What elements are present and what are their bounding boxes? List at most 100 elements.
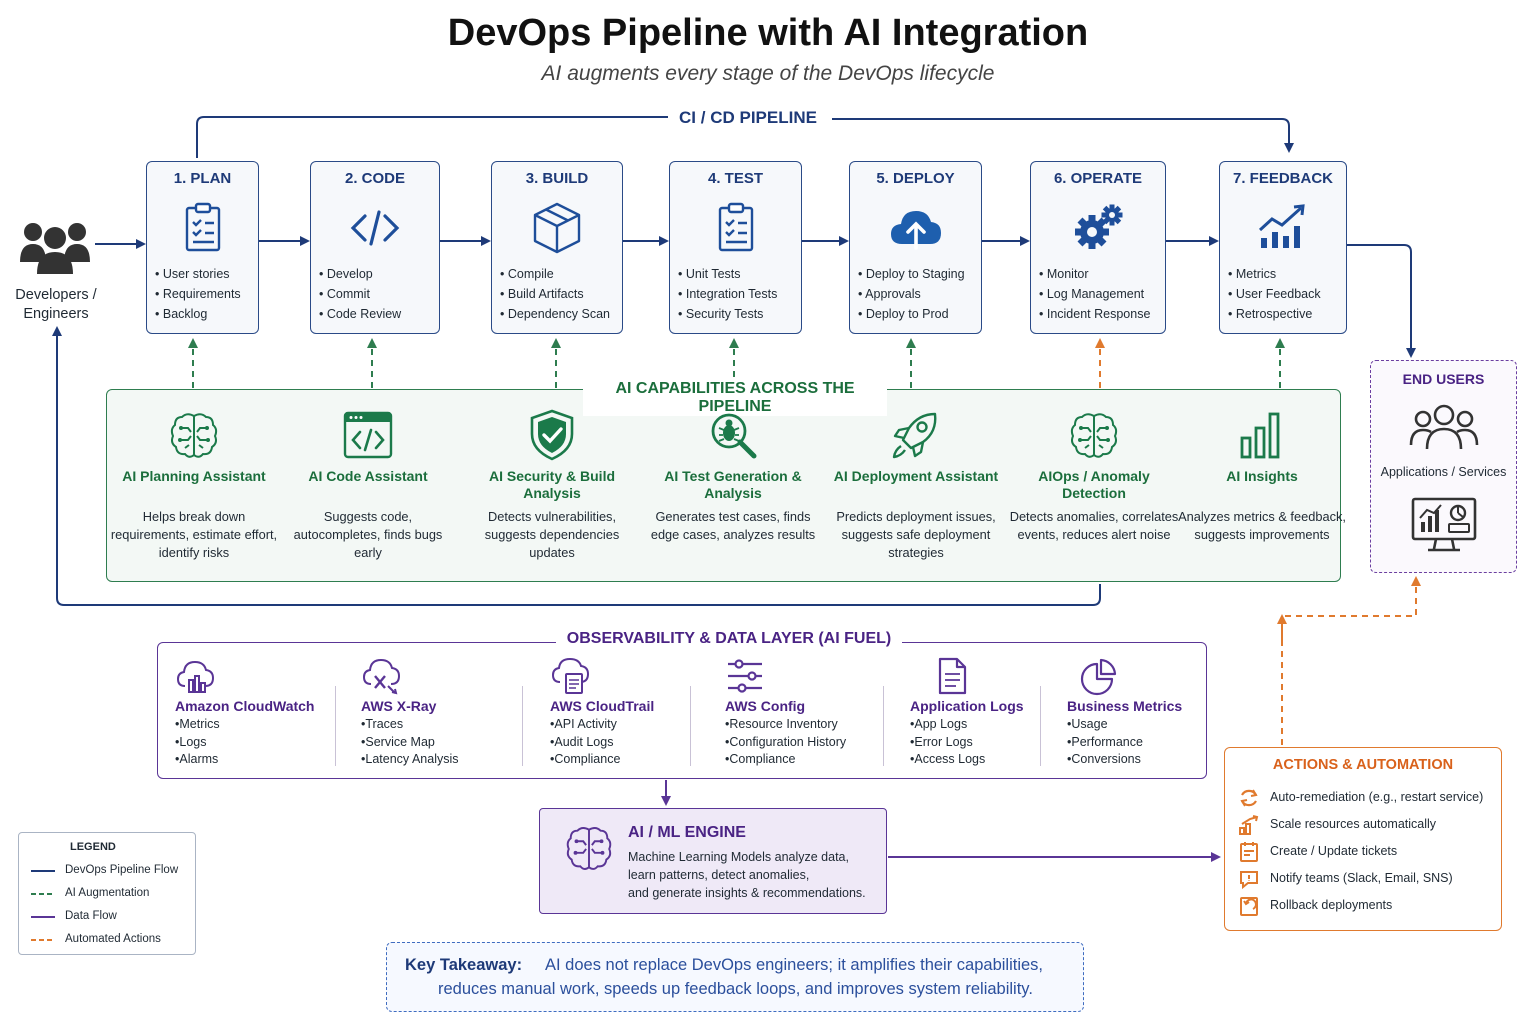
legend-item-pipeline: DevOps Pipeline Flow <box>30 864 194 878</box>
brain-icon <box>1070 413 1118 458</box>
stage-items: Deploy to StagingApprovalsDeploy to Prod <box>858 264 964 324</box>
stage-deploy[interactable]: 5. DEPLOY Deploy to StagingApprovalsDepl… <box>849 161 982 334</box>
key-takeaway-label: Key Takeaway: <box>405 956 523 974</box>
capability-aiops[interactable]: AIOps / Anomaly Detection Detects anomal… <box>1009 408 1179 544</box>
observability-title: OBSERVABILITY & DATA LAYER (AI FUEL) <box>556 630 902 648</box>
page-subtitle: AI augments every stage of the DevOps li… <box>541 62 995 85</box>
end-users-title: END USERS <box>1402 371 1485 387</box>
legend-line-solid-purple <box>31 916 55 918</box>
rollback-icon <box>1240 897 1258 916</box>
capability-deployment[interactable]: AI Deployment Assistant Predicts deploym… <box>831 408 1001 562</box>
capability-test[interactable]: AI Test Generation & Analysis Generates … <box>648 408 818 544</box>
cloud-upload-icon <box>890 211 941 250</box>
rocket-icon <box>892 412 937 459</box>
stage-title: 4. TEST <box>707 170 763 187</box>
ml-engine-panel[interactable] <box>539 808 887 914</box>
obs-business-metrics[interactable]: Business Metrics UsagePerformanceConvers… <box>1067 656 1182 769</box>
stage-plan[interactable]: 1. PLAN User storiesRequirementsBacklog <box>146 161 259 334</box>
action-tickets[interactable]: Create / Update tickets <box>1238 841 1498 863</box>
capability-code[interactable]: AI Code Assistant Suggests code, autocom… <box>283 408 453 562</box>
ai-capabilities-title: AI CAPABILITIES ACROSS THE PIPELINE <box>583 380 887 416</box>
code-window-icon <box>343 411 393 459</box>
obs-divider <box>1040 686 1041 766</box>
ml-engine-title: AI / ML ENGINE <box>628 824 746 841</box>
obs-divider <box>522 686 523 766</box>
capability-insights[interactable]: AI Insights Analyzes metrics & feedback,… <box>1177 408 1347 544</box>
key-takeaway-box <box>386 942 1084 1012</box>
stage-feedback[interactable]: 7. FEEDBACK MetricsUser FeedbackRetrospe… <box>1219 161 1347 334</box>
refresh-icon <box>1240 789 1258 807</box>
monitor-dashboard-icon <box>1411 497 1477 552</box>
legend-item-data: Data Flow <box>30 910 194 924</box>
cloud-chart-icon <box>176 660 215 693</box>
notification-icon <box>1240 871 1258 890</box>
action-scale-resources[interactable]: Scale resources automatically <box>1238 814 1498 836</box>
obs-cloudwatch[interactable]: Amazon CloudWatch MetricsLogsAlarms <box>175 656 314 769</box>
capability-planning[interactable]: AI Planning Assistant Helps break down r… <box>109 408 279 562</box>
obs-divider <box>335 686 336 766</box>
stage-title: 3. BUILD <box>525 170 589 187</box>
stage-build[interactable]: 3. BUILD CompileBuild ArtifactsDependenc… <box>491 161 623 334</box>
log-file-icon <box>938 657 967 695</box>
legend-line-solid-blue <box>31 870 55 872</box>
stage-operate[interactable]: 6. OPERATE MonitorLog ManagementIncident… <box>1030 161 1166 334</box>
capability-security[interactable]: AI Security & Build Analysis Detects vul… <box>467 408 637 562</box>
stage-items: Unit TestsIntegration TestsSecurity Test… <box>678 264 778 324</box>
end-users-panel <box>1370 360 1517 573</box>
ai-capabilities-panel <box>106 389 1341 582</box>
legend-line-dashed-orange <box>31 939 55 941</box>
stage-code[interactable]: 2. CODE DevelopCommitCode Review <box>310 161 440 334</box>
obs-cloudtrail[interactable]: AWS CloudTrail API ActivityAudit LogsCom… <box>550 656 654 769</box>
clipboard-icon <box>185 202 220 252</box>
bug-search-icon <box>711 413 757 459</box>
checklist-icon <box>718 202 753 252</box>
obs-divider <box>883 686 884 766</box>
chart-growth-icon <box>1258 204 1305 248</box>
action-rollback[interactable]: Rollback deployments <box>1238 895 1498 917</box>
stage-test[interactable]: 4. TEST Unit TestsIntegration TestsSecur… <box>669 161 802 334</box>
obs-divider <box>690 686 691 766</box>
stage-items: MetricsUser FeedbackRetrospective <box>1228 264 1321 324</box>
cicd-loop-arrow <box>196 116 1289 158</box>
obs-xray[interactable]: AWS X-Ray TracesService MapLatency Analy… <box>361 656 459 769</box>
users-group-icon <box>1409 404 1479 450</box>
stage-title: 7. FEEDBACK <box>1232 170 1333 187</box>
applications-services-label: Applications / Services <box>1380 465 1507 479</box>
code-icon <box>350 210 400 246</box>
cloud-document-icon <box>551 657 590 694</box>
legend-line-dashed-green <box>31 893 55 895</box>
ticket-icon <box>1240 842 1258 862</box>
obs-config[interactable]: AWS Config Resource InventoryConfigurati… <box>725 656 846 769</box>
pie-chart-icon <box>1080 658 1117 696</box>
stage-items: MonitorLog ManagementIncident Response <box>1039 264 1151 324</box>
shield-check-icon <box>530 409 574 461</box>
stage-items: DevelopCommitCode Review <box>319 264 401 324</box>
action-notify-teams[interactable]: Notify teams (Slack, Email, SNS) <box>1238 868 1498 890</box>
obs-app-logs[interactable]: Application Logs App LogsError LogsAcces… <box>910 656 1024 769</box>
developers-icon <box>20 223 90 274</box>
ml-engine-description: Machine Learning Models analyze data,lea… <box>628 850 866 900</box>
flow-arrow-feedback-endusers <box>1347 244 1416 358</box>
actions-title: ACTIONS & AUTOMATION <box>1272 757 1454 773</box>
stage-title: 6. OPERATE <box>1053 170 1143 187</box>
stage-title: 1. PLAN <box>173 170 232 187</box>
scale-up-icon <box>1239 815 1259 835</box>
observability-panel <box>157 642 1207 779</box>
stage-items: User storiesRequirementsBacklog <box>155 264 241 324</box>
legend-item-ai: AI Augmentation <box>30 887 194 901</box>
action-auto-remediation[interactable]: Auto-remediation (e.g., restart service) <box>1238 787 1498 809</box>
page-title: DevOps Pipeline with AI Integration <box>447 12 1089 54</box>
key-takeaway-line-1: AI does not replace DevOps engineers; it… <box>545 956 1044 974</box>
sliders-icon <box>728 659 762 693</box>
stage-title: 5. DEPLOY <box>876 170 955 187</box>
cicd-pipeline-label: CI / CD PIPELINE <box>668 108 828 128</box>
key-takeaway-line-2: reduces manual work, speeds up feedback … <box>438 980 1033 998</box>
legend-title: LEGEND <box>70 841 116 853</box>
brain-icon <box>170 413 218 458</box>
bar-chart-icon <box>1240 412 1280 459</box>
cloud-xray-icon <box>362 658 401 695</box>
stage-items: CompileBuild ArtifactsDependency Scan <box>500 264 610 324</box>
package-box-icon <box>533 202 581 254</box>
actions-panel <box>1224 747 1502 931</box>
